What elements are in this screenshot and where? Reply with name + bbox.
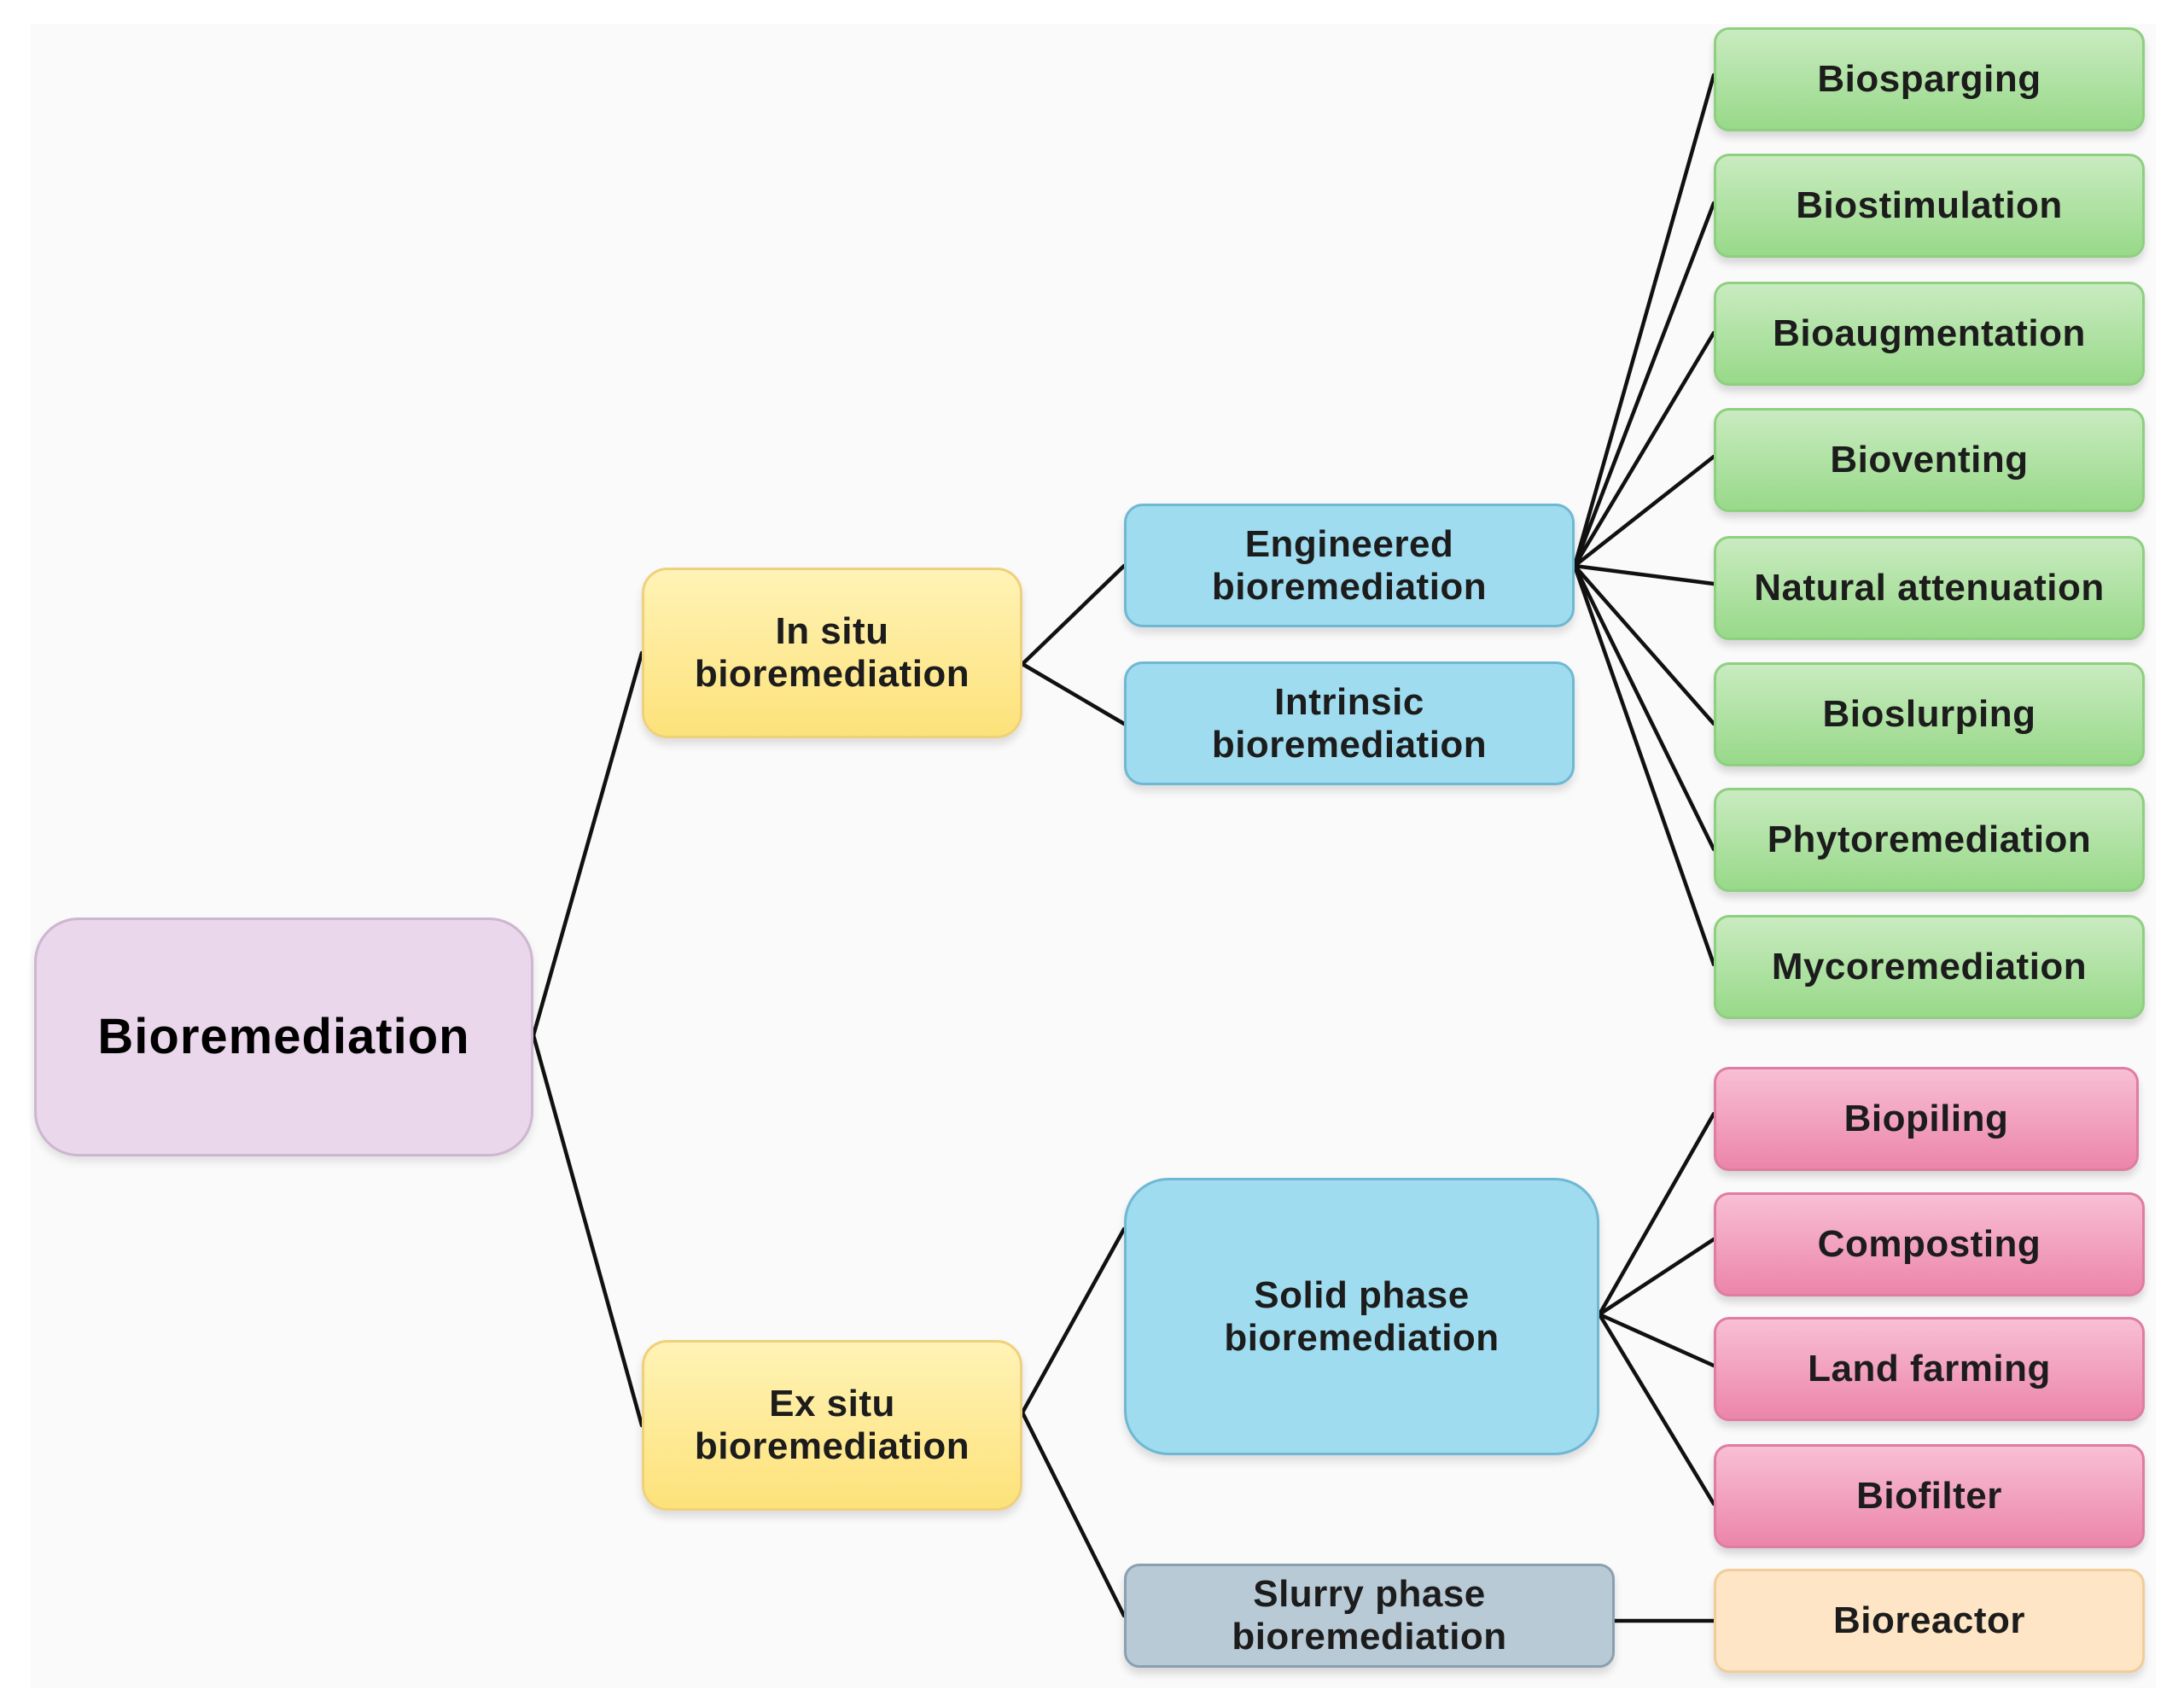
node-bioventing: Bioventing xyxy=(1714,408,2145,512)
edge-eng-biostimulation xyxy=(1572,201,1716,568)
edge-insitu-engineered xyxy=(1020,563,1127,667)
node-biopiling: Biopiling xyxy=(1714,1067,2139,1171)
node-ex-situ-bioremediation: Ex situ bioremediation xyxy=(642,1340,1022,1511)
node-slurry-phase-bioremediation: Slurry phase bioremediation xyxy=(1124,1564,1615,1668)
edge-eng-natural-attenuation xyxy=(1572,563,1716,586)
node-bioslurping: Bioslurping xyxy=(1714,662,2145,766)
edge-root-insitu xyxy=(531,650,644,1038)
edge-exsitu-solid xyxy=(1020,1226,1127,1415)
node-bioreactor: Bioreactor xyxy=(1714,1569,2145,1673)
edge-exsitu-slurry xyxy=(1020,1410,1127,1618)
node-in-situ-bioremediation: In situ bioremediation xyxy=(642,568,1022,738)
node-phytoremediation: Phytoremediation xyxy=(1714,788,2145,892)
edge-eng-mycoremediation xyxy=(1572,563,1716,967)
edge-solid-composting xyxy=(1597,1237,1716,1317)
node-land-farming: Land farming xyxy=(1714,1317,2145,1421)
node-mycoremediation: Mycoremediation xyxy=(1714,915,2145,1019)
node-composting: Composting xyxy=(1714,1192,2145,1296)
edge-eng-biosparging xyxy=(1572,73,1716,568)
edge-eng-bioaugmentation xyxy=(1572,330,1716,568)
edge-eng-bioslurping xyxy=(1572,563,1716,726)
node-biofilter: Biofilter xyxy=(1714,1444,2145,1548)
node-intrinsic-bioremediation: Intrinsic bioremediation xyxy=(1124,661,1575,785)
node-bioaugmentation: Bioaugmentation xyxy=(1714,282,2145,386)
node-biosparging: Biosparging xyxy=(1714,27,2145,131)
node-natural-attenuation: Natural attenuation xyxy=(1714,536,2145,640)
edge-solid-biofilter xyxy=(1597,1312,1716,1506)
node-biostimulation: Biostimulation xyxy=(1714,154,2145,258)
edge-eng-bioventing xyxy=(1572,454,1716,568)
edge-eng-phytoremediation xyxy=(1572,563,1716,852)
edge-insitu-intrinsic xyxy=(1020,661,1127,726)
edge-root-exsitu xyxy=(531,1033,644,1428)
node-solid-phase-bioremediation: Solid phase bioremediation xyxy=(1124,1178,1599,1455)
node-engineered-bioremediation: Engineered bioremediation xyxy=(1124,504,1575,627)
edge-solid-landfarming xyxy=(1597,1312,1716,1368)
edge-solid-biopiling xyxy=(1597,1111,1716,1317)
node-bioremediation: Bioremediation xyxy=(34,918,533,1156)
